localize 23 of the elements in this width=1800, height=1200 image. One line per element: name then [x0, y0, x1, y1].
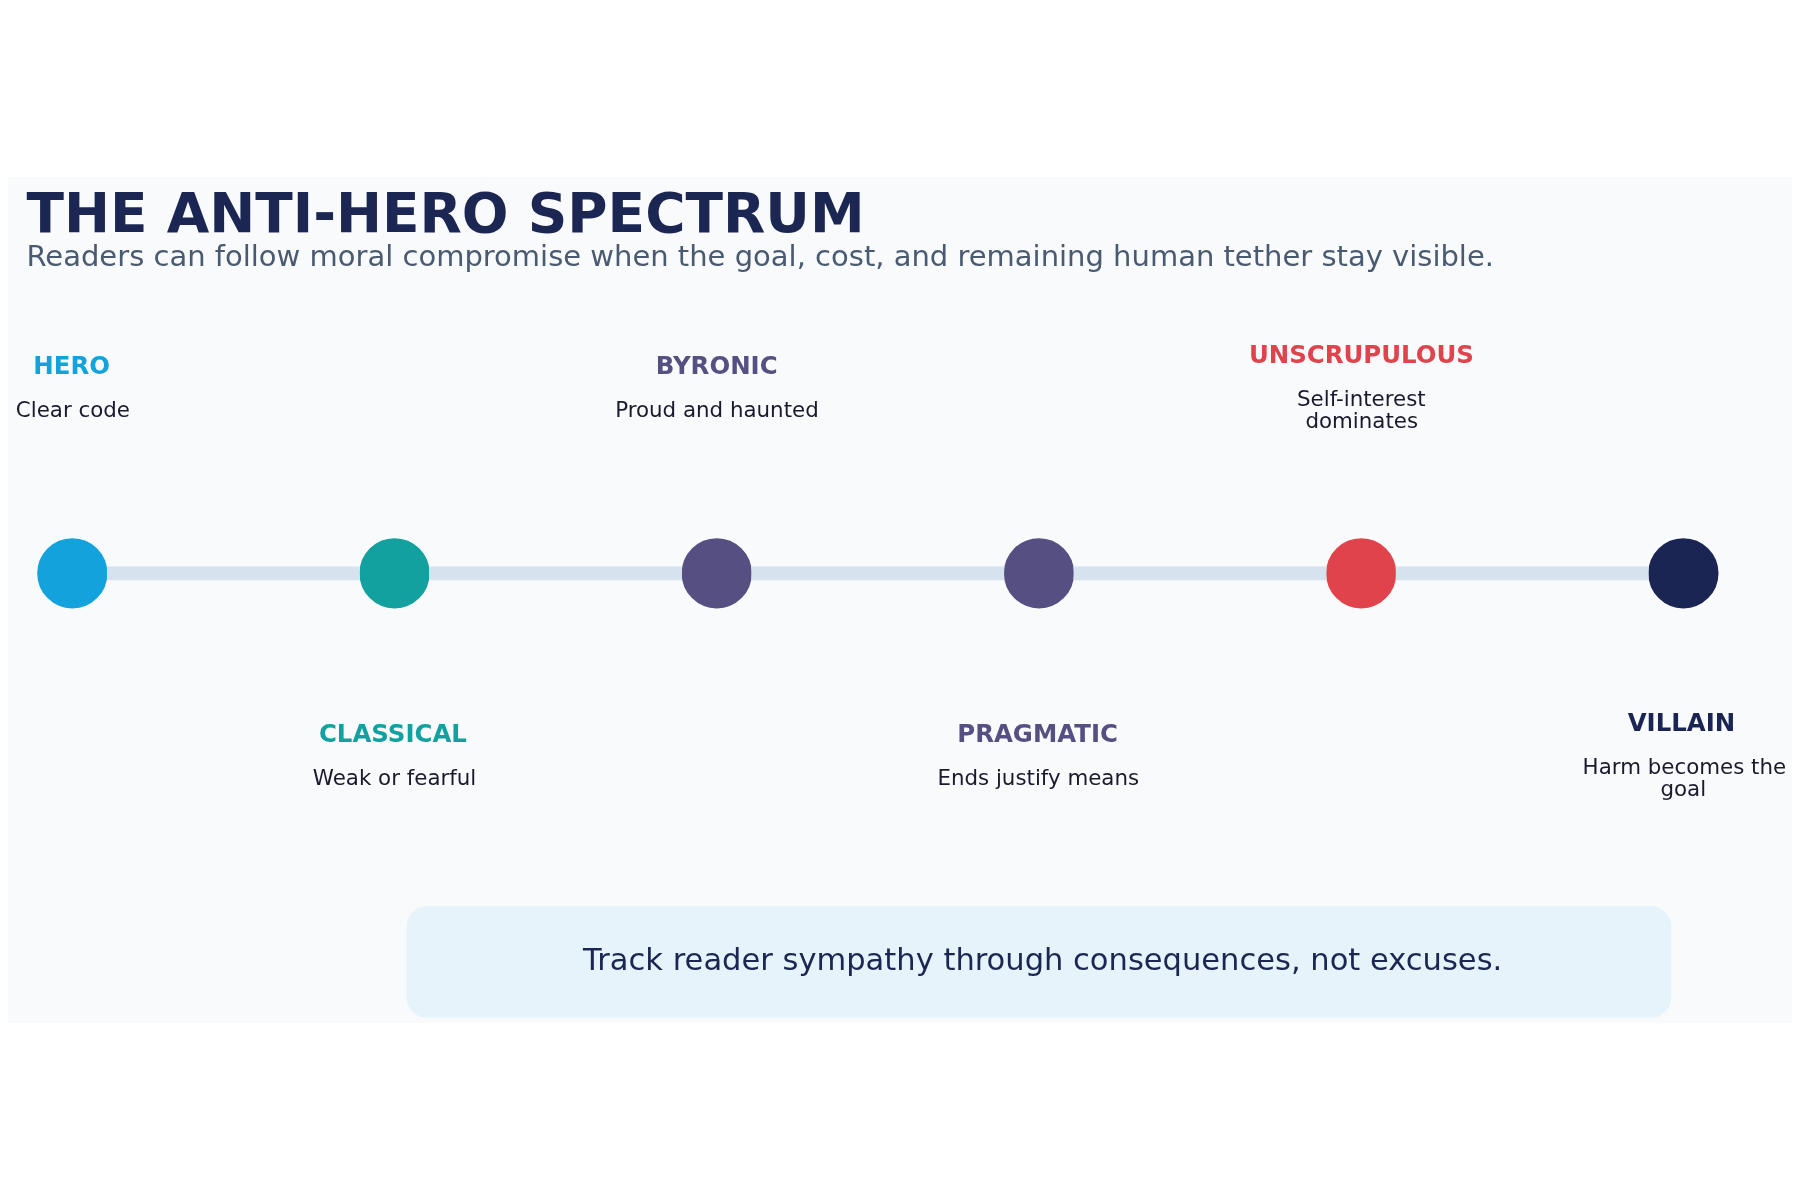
- node-label: VILLAIN: [1627, 708, 1736, 738]
- connector: [429, 566, 682, 581]
- node-label: BYRONIC: [655, 350, 778, 380]
- connector: [1395, 566, 1649, 581]
- node-label: CLASSICAL: [318, 718, 467, 748]
- node-circle: [681, 538, 752, 609]
- node-circle: [359, 538, 430, 609]
- node-label: PRAGMATIC: [957, 718, 1118, 748]
- node-circle: [1648, 538, 1719, 609]
- node-circle: [1326, 538, 1397, 609]
- node-label: Clear code: [15, 397, 130, 423]
- node-circle: [1003, 538, 1075, 609]
- node-label: Proud and haunted: [615, 397, 819, 423]
- node-label: Self-interest dominates: [1297, 386, 1426, 433]
- node-label: Harm becomes the goal: [1582, 754, 1787, 801]
- connector: [1073, 566, 1327, 581]
- connector: [106, 566, 360, 581]
- connector: [751, 566, 1005, 581]
- node-label: Ends justify means: [937, 765, 1140, 791]
- node-circle: [37, 538, 108, 609]
- node-label: UNSCRUPULOUS: [1248, 340, 1474, 369]
- node-label: Weak or fearful: [312, 765, 477, 791]
- node-label: HERO: [33, 350, 111, 380]
